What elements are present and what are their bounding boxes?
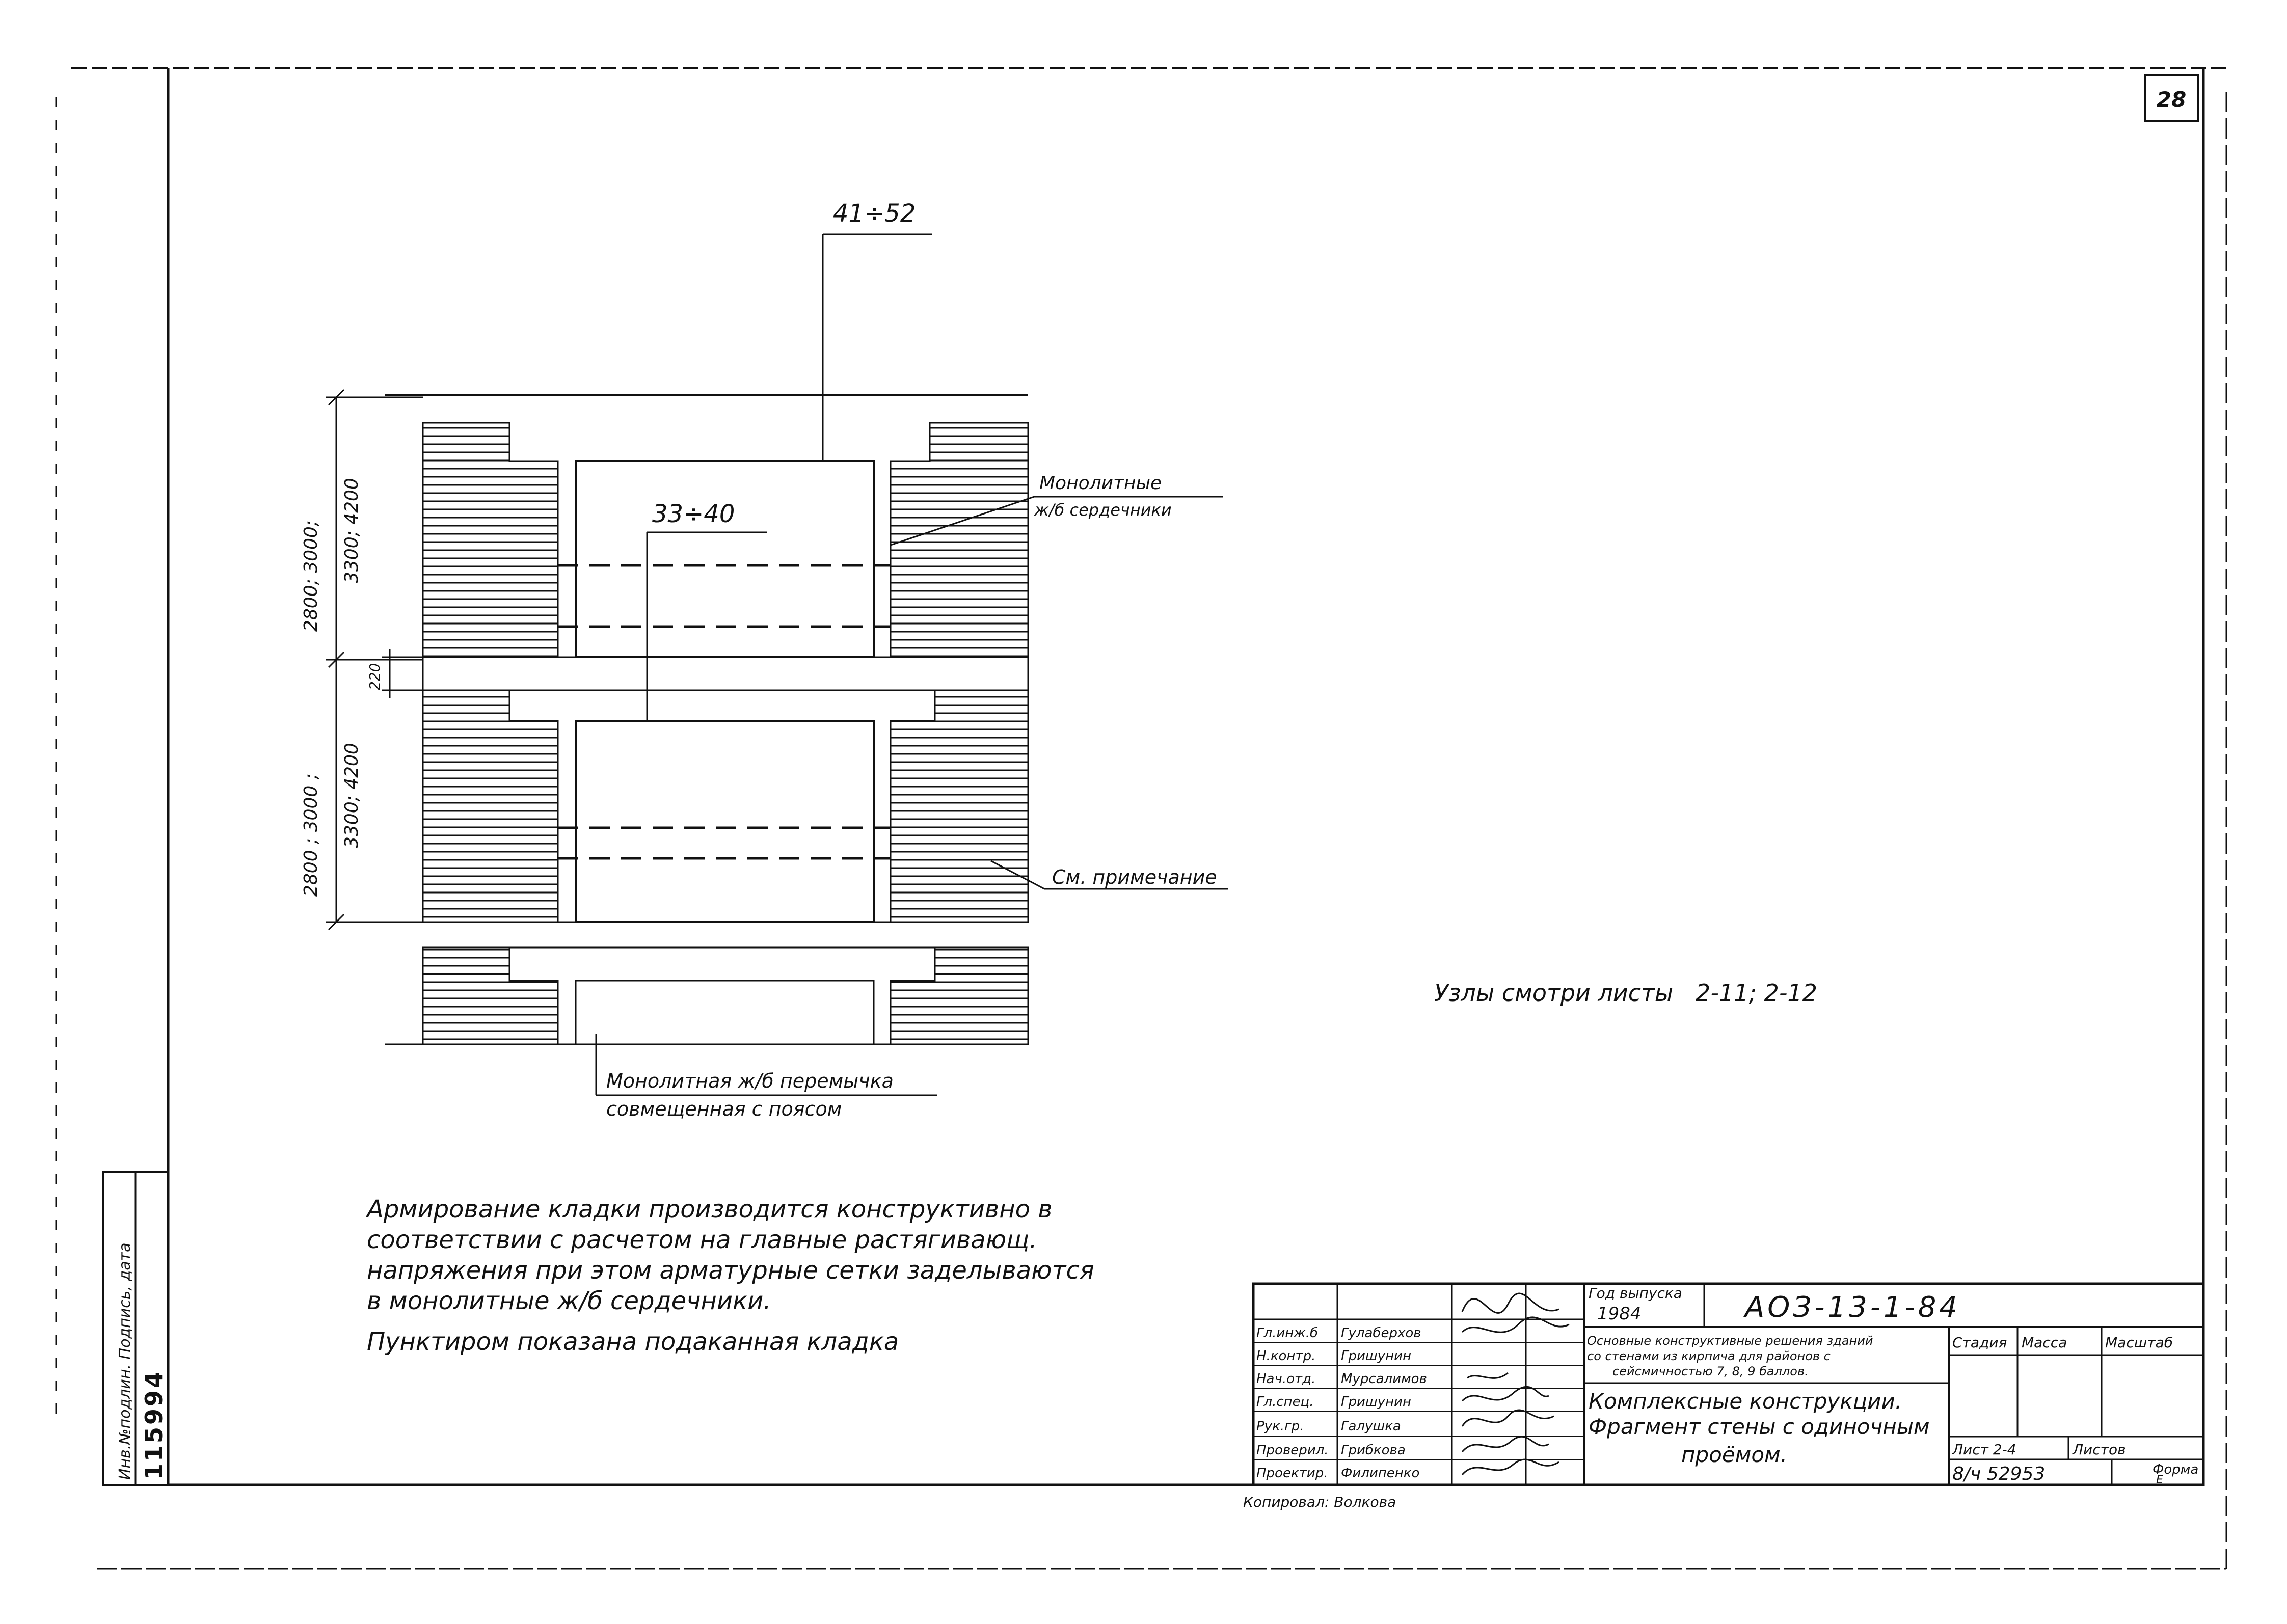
window-opening — [575, 460, 875, 658]
masonry-pier — [422, 946, 559, 1045]
order-number: 8/ч 52953 — [1952, 1464, 2045, 1484]
copied-by: Копировал: Волкова — [1243, 1494, 1396, 1510]
series-line-3: сейсмичностью 7, 8, 9 баллов. — [1612, 1364, 1809, 1378]
col-scale: Масштаб — [2105, 1334, 2173, 1351]
sheet-title-line-1: Комплексные конструкции. — [1589, 1389, 1902, 1414]
dim-upper-line2: 3300; 4200 — [341, 478, 362, 583]
leaders — [595, 233, 1228, 1096]
side-stamp: Инв.№подлин. Подпись, дата 115994 — [102, 1171, 169, 1486]
dim-belt: 220 — [366, 663, 383, 690]
name-4: Галушка — [1341, 1419, 1401, 1434]
masonry-pier — [422, 422, 559, 658]
role-1: Н.контр. — [1256, 1348, 1315, 1364]
label-top-lintel: 41÷52 — [833, 199, 916, 228]
signatures — [1461, 1292, 1570, 1475]
label-cores-line1: Монолитные — [1039, 473, 1162, 494]
sheet-title-line-2: Фрагмент стены с одиночным — [1589, 1414, 1930, 1439]
name-3: Гришунин — [1341, 1394, 1411, 1410]
dim-upper-line1: 2800; 3000; — [301, 520, 321, 632]
side-stamp-header: Инв.№подлин. Подпись, дата — [116, 1242, 134, 1480]
name-0: Гулаберхов — [1341, 1325, 1421, 1341]
year-value: 1984 — [1597, 1304, 1642, 1324]
masonry-pier — [422, 689, 559, 923]
series-line-1: Основные конструктивные решения зданий — [1587, 1334, 1873, 1348]
sheet-number: 28 — [2157, 87, 2186, 112]
col-stage: Стадия — [1952, 1334, 2007, 1351]
role-2: Нач.отд. — [1256, 1371, 1315, 1387]
label-bottom-line2: совмещенная с поясом — [606, 1098, 842, 1120]
name-2: Мурсалимов — [1341, 1371, 1427, 1387]
role-3: Гл.спец. — [1256, 1394, 1314, 1410]
role-6: Проектир. — [1256, 1466, 1328, 1481]
window-opening — [575, 720, 875, 923]
sheet-no: Лист 2-4 — [1952, 1441, 2016, 1458]
label-note-ref: См. примечание — [1052, 866, 1217, 888]
format-label: Форма — [2153, 1462, 2198, 1477]
masonry-pier — [890, 689, 1029, 923]
title-block: Гл.инж.б Н.контр. Нач.отд. Гл.спец. Рук.… — [1243, 1282, 2205, 1510]
notes: Армирование кладки производится конструк… — [365, 1195, 1094, 1356]
note-line-2: соответствии с расчетом на главные растя… — [367, 1226, 1037, 1254]
series-line-2: со стенами из кирпича для районов с — [1587, 1349, 1831, 1363]
dimension-lines — [326, 389, 423, 931]
doc-code: АОЗ-13-1-84 — [1743, 1291, 1960, 1324]
label-bottom-line1: Монолитная ж/б перемычка — [606, 1070, 894, 1092]
sheets-label: Листов — [2072, 1441, 2126, 1458]
nodes-reference: Узлы смотри листы 2-11; 2-12 — [1434, 979, 1817, 1007]
masonry-pier — [890, 422, 1029, 658]
note-line-4: в монолитные ж/б сердечники. — [367, 1287, 771, 1315]
note-line-3: напряжения при этом арматурные сетки зад… — [367, 1256, 1094, 1285]
role-5: Проверил. — [1256, 1443, 1329, 1458]
format-value: Е — [2156, 1474, 2163, 1486]
side-stamp-inventory: 115994 — [140, 1370, 168, 1480]
dim-lower-line1: 2800 ; 3000 ; — [301, 773, 321, 897]
sheet-number-box: 28 — [2144, 74, 2199, 122]
dashed-sill-masonry — [558, 564, 891, 860]
role-4: Рук.гр. — [1256, 1419, 1304, 1434]
col-mass: Масса — [2022, 1334, 2067, 1351]
name-6: Филипенко — [1341, 1466, 1419, 1481]
name-1: Гришунин — [1341, 1348, 1411, 1364]
masonry-pier — [890, 946, 1029, 1045]
note-dashed: Пунктиром показана подаканная кладка — [367, 1328, 899, 1356]
year-label: Год выпуска — [1589, 1285, 1682, 1302]
label-mid-lintel: 33÷40 — [652, 500, 735, 528]
name-5: Грибкова — [1341, 1443, 1406, 1458]
dimension-texts: 2800; 3000; 3300; 4200 2800 ; 3000 ; 330… — [301, 478, 383, 897]
dim-lower-line2: 3300; 4200 — [341, 743, 362, 848]
note-line-1: Армирование кладки производится конструк… — [365, 1195, 1053, 1224]
label-cores-line2: ж/б сердечники — [1034, 500, 1172, 520]
labels: 41÷52 33÷40 Монолитные ж/б сердечники См… — [606, 199, 1817, 1120]
sheet-title-line-3: проёмом. — [1681, 1442, 1787, 1467]
role-0: Гл.инж.б — [1256, 1325, 1318, 1341]
wall-fragment — [385, 394, 1029, 1045]
sheet-frame — [55, 67, 2227, 1570]
